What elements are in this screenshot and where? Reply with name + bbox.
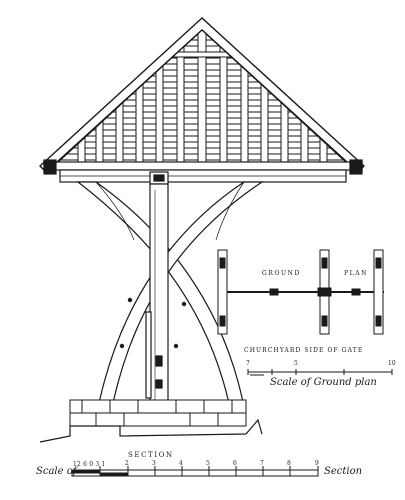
section-scale-tick-7: 7 [260, 460, 264, 467]
plan-scale-tick-2: 10 [388, 360, 396, 367]
section-title: SECTION [128, 451, 174, 459]
curved-braces [76, 181, 264, 419]
section-scale-tick-9: 9 [315, 460, 319, 467]
section-scale-tick-6: 6 [233, 460, 237, 467]
plan-scale-bar [247, 369, 393, 376]
roof-gable [38, 17, 366, 173]
central-post [145, 183, 169, 423]
section-scale-bar [71, 466, 319, 477]
section-scale-tick-5: 5 [206, 460, 210, 467]
churchyard-side-label: CHURCHYARD SIDE OF GATE [244, 347, 364, 354]
plan-scale-tick-1: 5 [294, 360, 298, 367]
section-scale-tick-3: 3 [152, 460, 156, 467]
section-scale-tick-4: 4 [179, 460, 183, 467]
section-scale-tick-2: 2 [125, 460, 129, 467]
section-scale-tick-8: 8 [287, 460, 291, 467]
section-script-label: Section [324, 466, 363, 477]
scale-of-label: Scale of [36, 466, 77, 477]
collar-beam [119, 51, 285, 58]
plate-end-right [349, 159, 363, 175]
ground-plan [217, 249, 384, 335]
ground-label: GROUND [262, 270, 301, 277]
stone-base [39, 399, 263, 443]
plate-end-left [43, 159, 57, 175]
plan-label: PLAN [344, 270, 369, 277]
scale-of-ground-plan-label: Scale of Ground plan [270, 377, 377, 388]
plan-scale-tick-0: 7 [246, 360, 250, 367]
section-scale-left-ticks: 12 6 0 3 1 [73, 461, 106, 468]
tie-beam [43, 159, 363, 185]
